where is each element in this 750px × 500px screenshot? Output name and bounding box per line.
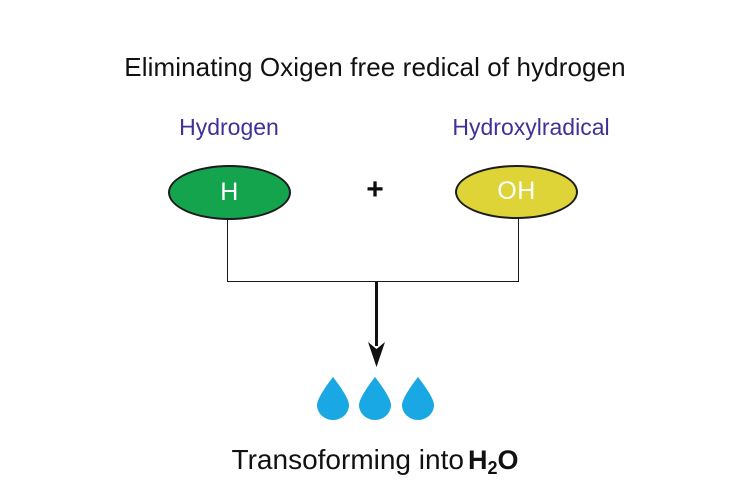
formula-subscript-2: 2 [487,458,498,478]
connector-line-hydrogen [227,219,228,282]
molecule-symbol-hydroxylradical: OH [497,177,536,205]
product-caption-text: Transoforming into [231,444,464,475]
product-formula: H2O [467,445,519,478]
water-droplet-icon [356,377,394,420]
formula-element-o: O [497,445,519,475]
page-title: Eliminating Oxigen free redical of hydro… [124,52,626,82]
arrow-shaft [375,282,378,346]
molecule-node-hydrogen[interactable]: H [168,165,291,220]
water-droplet-icon [314,377,352,420]
connector-line-junction [227,281,519,282]
reactant-label-hydroxylradical: Hydroxylradical [452,114,610,140]
water-droplet-icon [399,377,437,420]
molecule-symbol-hydrogen: H [220,177,239,206]
molecule-node-hydroxylradical[interactable]: OH [455,165,578,219]
reactant-label-hydrogen: Hydrogen [179,114,279,140]
arrow-down-icon [365,340,388,367]
connector-line-hydroxylradical [518,218,519,282]
formula-element-h: H [467,445,488,475]
plus-operator-icon: + [366,173,384,206]
